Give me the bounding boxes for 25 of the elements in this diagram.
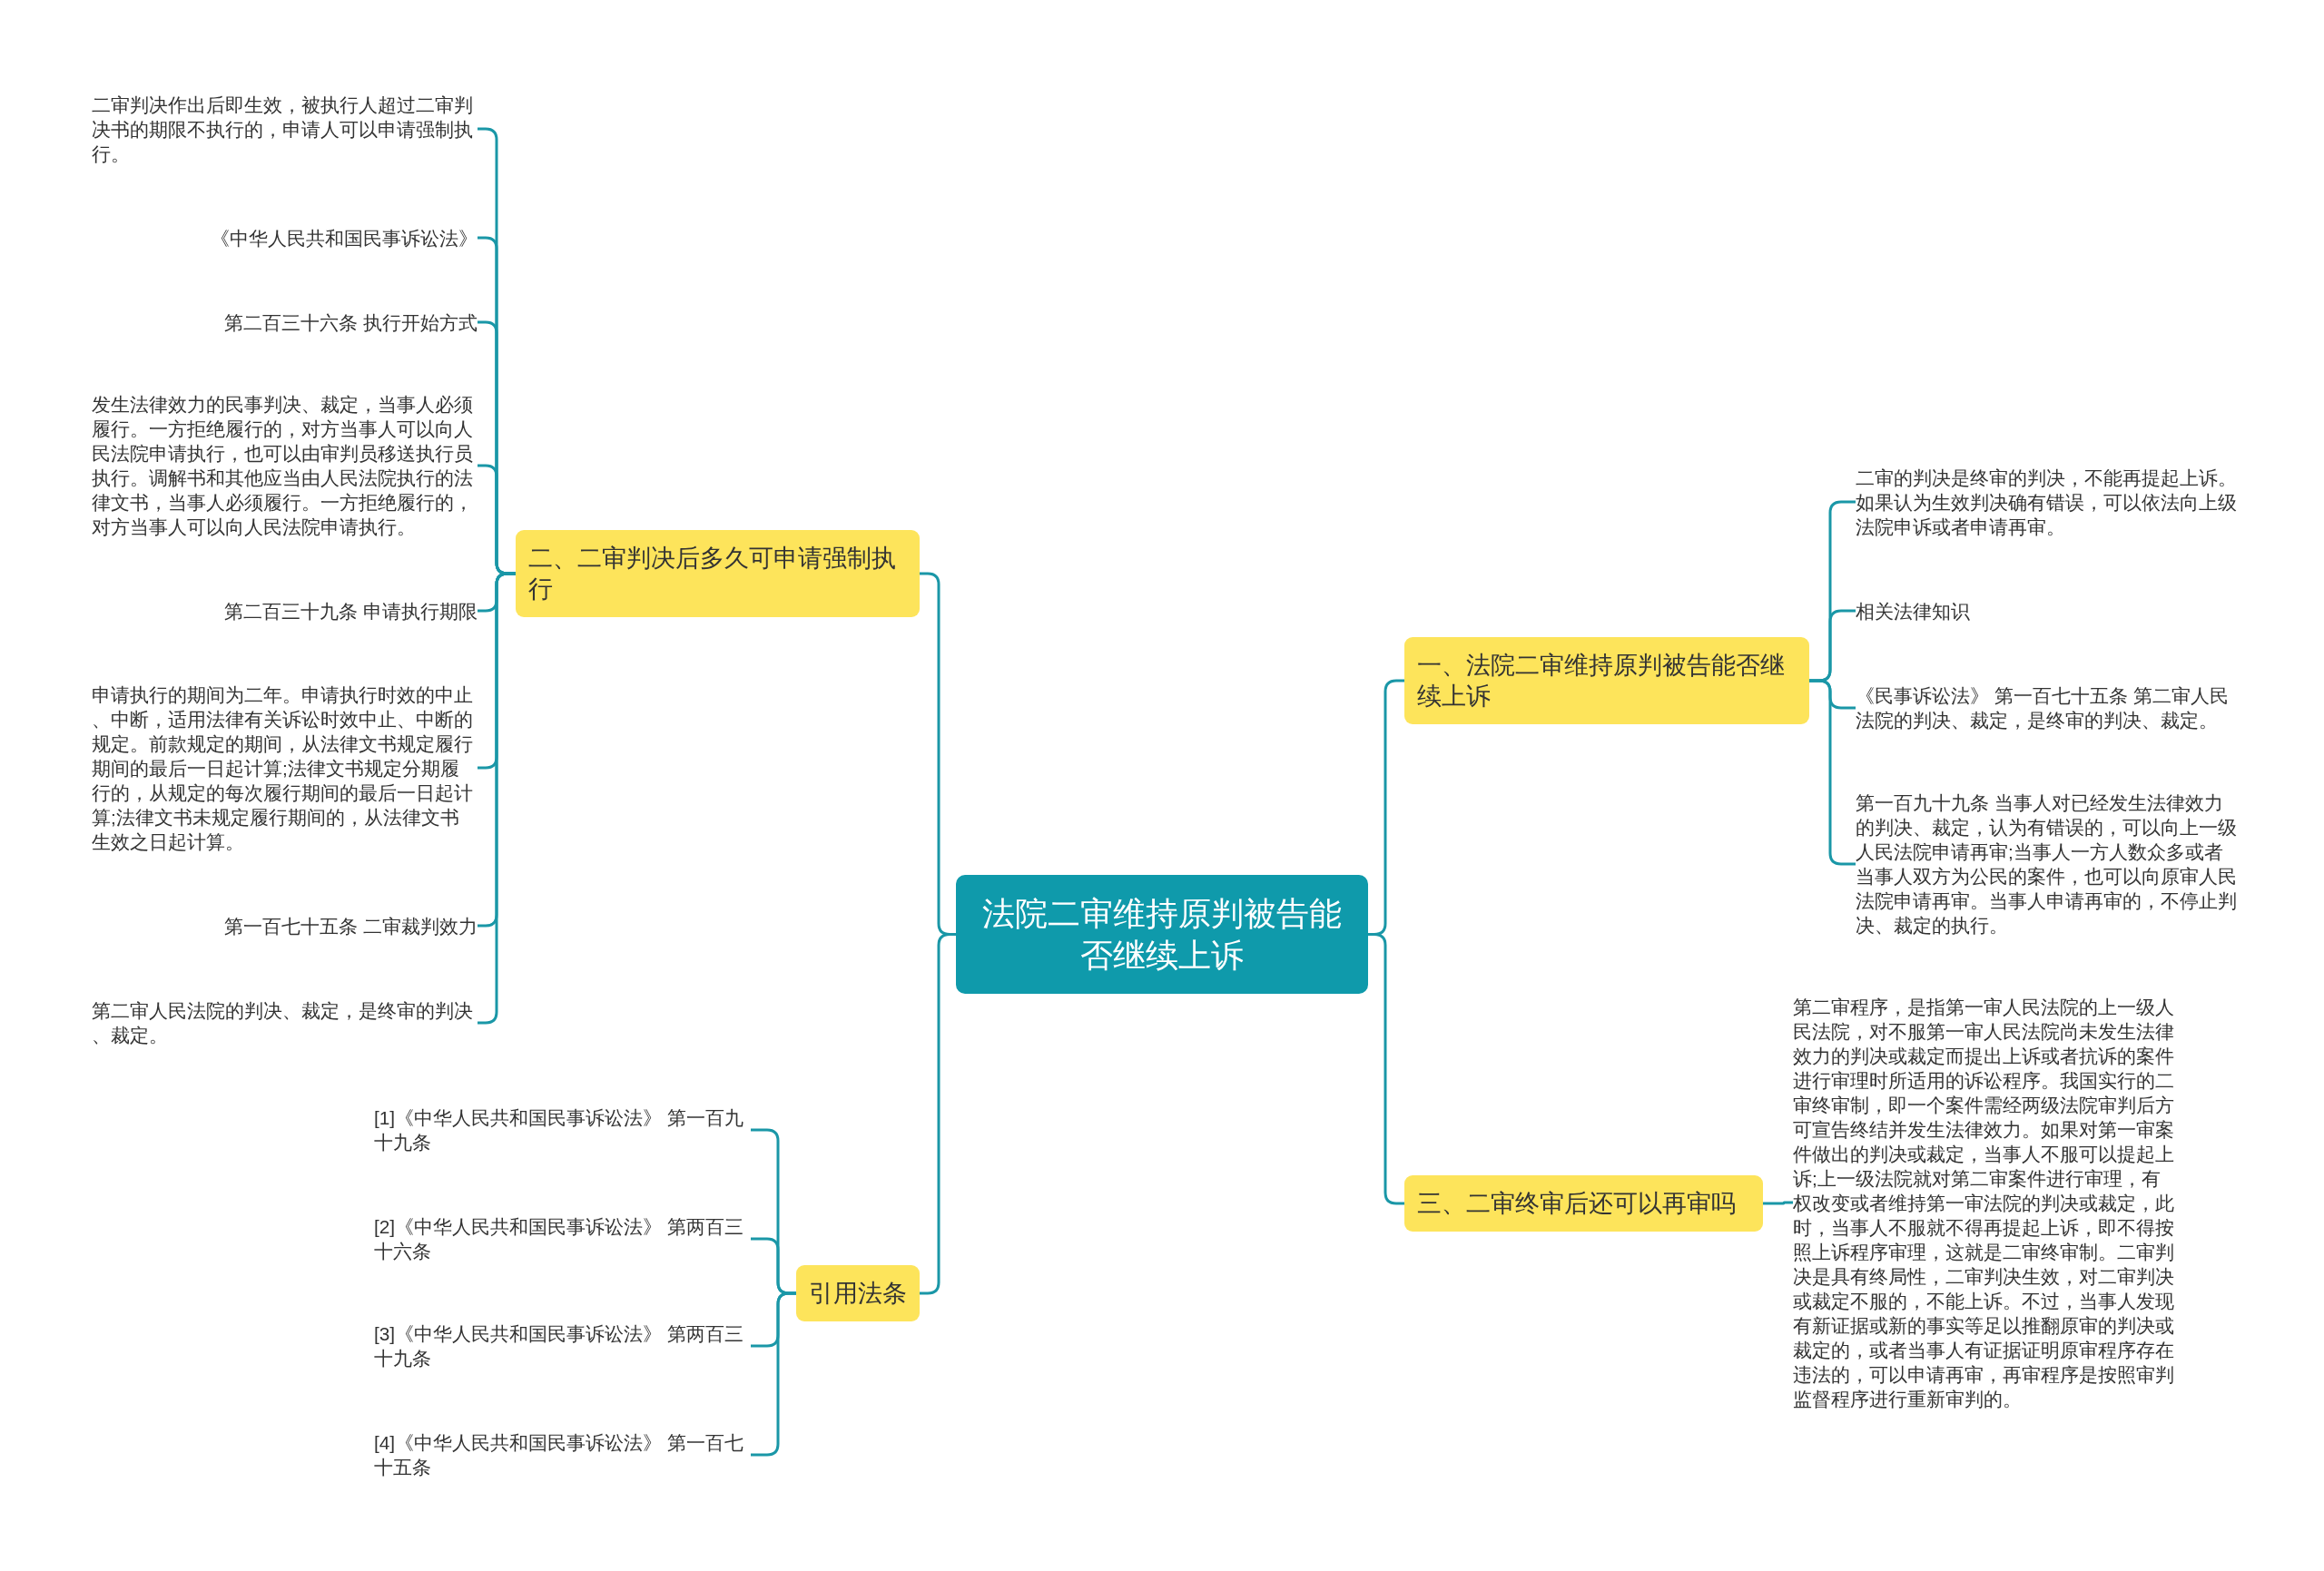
topic-box: 二、二审判决后多久可申请强制执行 [516, 530, 920, 617]
note-text: 《民事诉讼法》 第一百七十五条 第二审人民法院的判决、裁定，是终审的判决、裁定。 [1856, 683, 2241, 732]
note-text: 第二审人民法院的判决、裁定，是终审的判决、裁定。 [92, 998, 478, 1047]
reference-text: [4]《中华人民共和国民事诉讼法》 第一百七十五条 [374, 1430, 751, 1479]
reference-text: [1]《中华人民共和国民事诉讼法》 第一百九十九条 [374, 1105, 751, 1154]
note-text: 第一百七十五条 二审裁判效力 [224, 913, 478, 938]
connector-line [1763, 1201, 1793, 1205]
note-text: 二审判决作出后即生效，被执行人超过二审判决书的期限不执行的，申请人可以申请强制执行。 [92, 92, 478, 166]
topic-box: 引用法条 [796, 1265, 920, 1321]
note-text: 第一百九十九条 当事人对已经发生法律效力的判决、裁定，认为有错误的，可以向上一级人民法院申请再审;当事人一方人数众多或者当事人双方为公民的案件，也可以向原审人民法院申请再审。当事人申请再审的，不停止判决、裁定的执行。 [1856, 790, 2241, 938]
central-topic-box: 法院二审维持原判被告能否继续上诉 [956, 875, 1368, 994]
reference-text: [2]《中华人民共和国民事诉讼法》 第两百三十六条 [374, 1214, 751, 1263]
note-text: 相关法律知识 [1856, 598, 1970, 623]
connector-line [920, 933, 956, 1295]
note-text: 第二百三十六条 执行开始方式 [224, 309, 478, 335]
topic-box: 三、二审终审后还可以再审吗 [1404, 1175, 1763, 1232]
note-text: 第二审程序，是指第一审人民法院的上一级人民法院，对不服第一审人民法院尚未发生法律效力的判决或裁定而提出上诉或者抗诉的案件进行审理时所适用的诉讼程序。我国实行的二审终审制，即一个案件需经两级法院审判后方可宣告终结并发生法律效力。如果对第一审案件做出的判决或裁定，当事人不服可以提起上诉;上一级法院就对第二审案件进行审理，有权改变或者维持第一审法院的判决或裁定，此时，当事人不服就不得再提起上诉，即不得按照上诉程序审理，这就是二审终审制。二审判决是具有终局性，二审判决生效，对二审判决或裁定不服的，不能上诉。不过，当事人发现有新证据或新的事实等足以推翻原审的判决或裁定的，或者当事人有证据证明原审程序存在违法的，可以申请再审，再审程序是按照审判监督程序进行重新审判的。 [1793, 994, 2179, 1411]
connector-line [1368, 933, 1404, 1205]
topic-box: 一、法院二审维持原判被告能否继续上诉 [1404, 637, 1809, 724]
note-text: 发生法律效力的民事判决、裁定，当事人必须履行。一方拒绝履行的，对方当事人可以向人民法院申请执行，也可以由审判员移送执行员执行。调解书和其他应当由人民法院执行的法律文书，当事人必须履行。一方拒绝履行的，对方当事人可以向人民法院申请执行。 [92, 392, 478, 539]
reference-text: [3]《中华人民共和国民事诉讼法》 第两百三十九条 [374, 1321, 751, 1370]
note-text: 第二百三十九条 申请执行期限 [224, 598, 478, 623]
note-text: 申请执行的期间为二年。申请执行时效的中止、中断，适用法律有关诉讼时效中止、中断的规定。前款规定的期间，从法律文书规定履行期间的最后一日起计算;法律文书规定分期履行的，从规定的每次履行期间的最后一日起计算;法律文书未规定履行期间的，从法律文书生效之日起计算。 [92, 682, 478, 854]
note-text: 《中华人民共和国民事诉讼法》 [211, 225, 478, 250]
note-text: 二审的判决是终审的判决，不能再提起上诉。如果认为生效判决确有错误，可以依法向上级法院申诉或者申请再审。 [1856, 465, 2241, 539]
